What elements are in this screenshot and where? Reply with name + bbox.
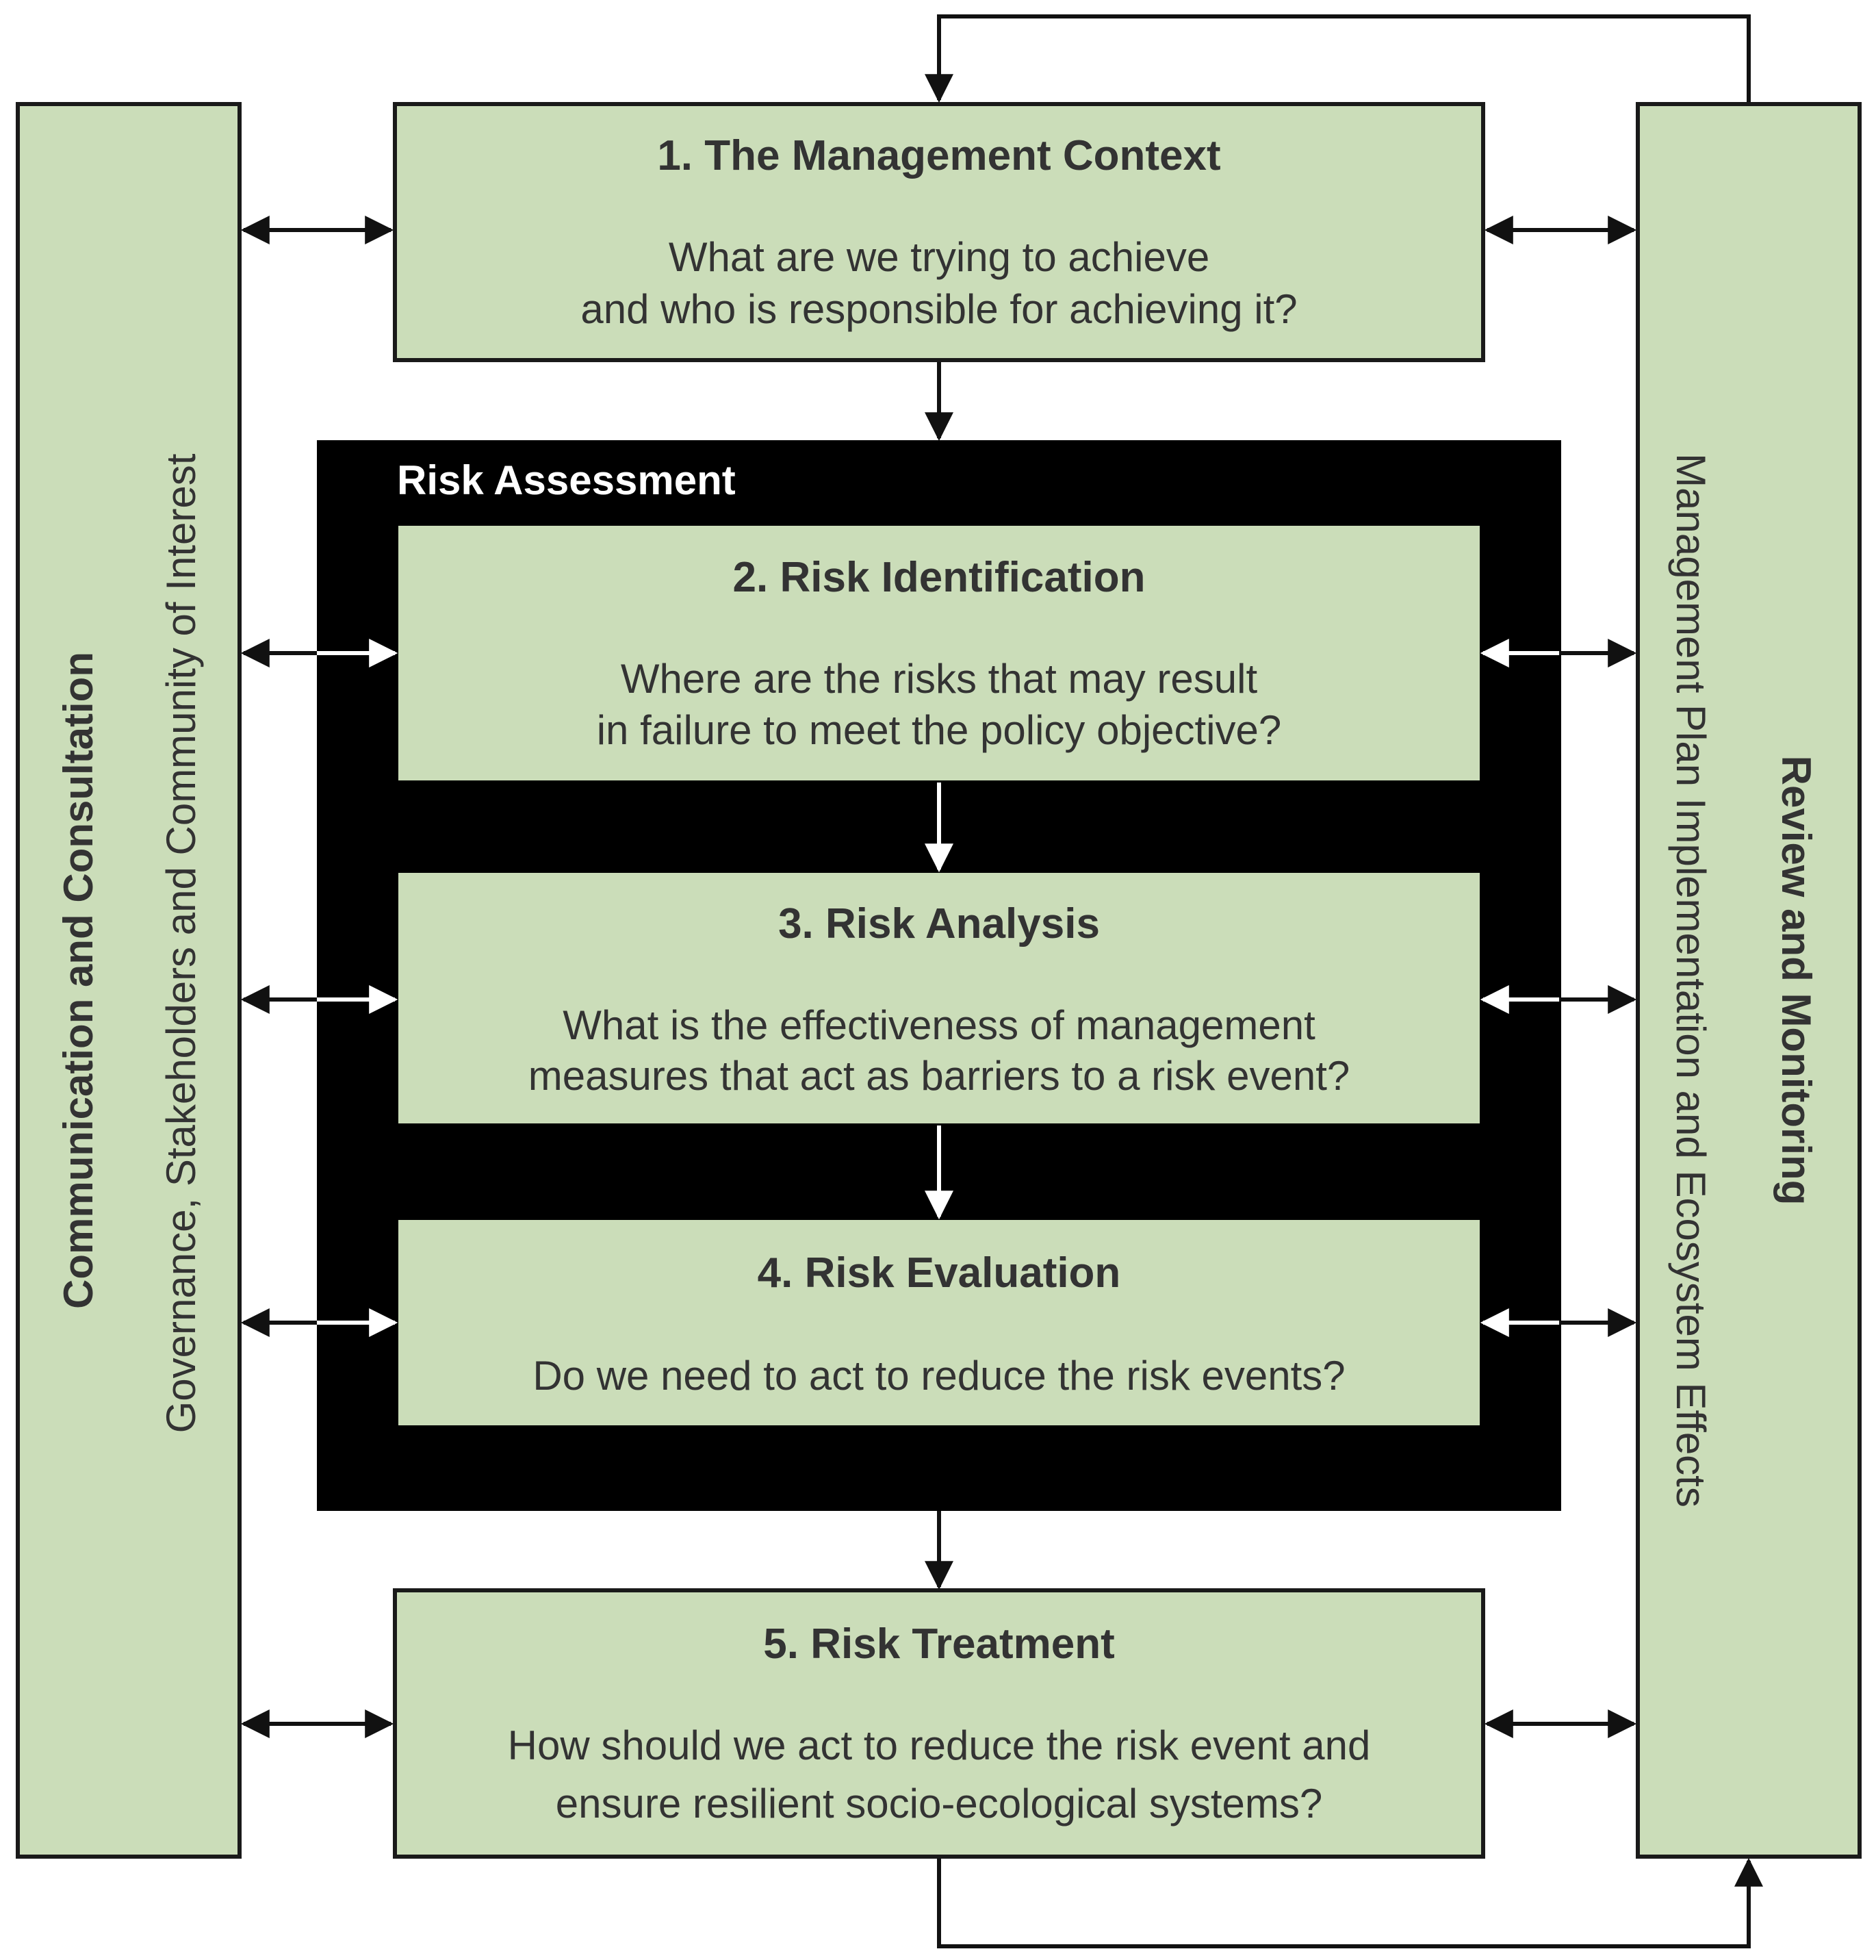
- step-4-title: 4. Risk Evaluation: [758, 1249, 1121, 1297]
- step-5-line-1: How should we act to reduce the risk eve…: [508, 1722, 1371, 1768]
- step-1-line-2: and who is responsible for achieving it?: [580, 286, 1297, 332]
- review-monitoring-panel: Review and Monitoring Management Plan Im…: [1636, 102, 1862, 1859]
- step-3-line-2: measures that act as barriers to a risk …: [528, 1053, 1350, 1099]
- step-1-title: 1. The Management Context: [657, 132, 1220, 179]
- step-risk-identification: 2. Risk Identification Where are the ris…: [398, 526, 1480, 780]
- review-monitoring-title: Review and Monitoring: [1773, 756, 1819, 1206]
- step-management-context: 1. The Management Context What are we tr…: [393, 102, 1485, 362]
- risk-assessment-label: Risk Assessment: [397, 457, 736, 503]
- step-2-line-1: Where are the risks that may result: [621, 656, 1258, 702]
- step-2-line-2: in failure to meet the policy objective?: [597, 707, 1282, 753]
- step-4-line-1: Do we need to act to reduce the risk eve…: [532, 1353, 1345, 1399]
- review-monitoring-subtitle: Management Plan Implementation and Ecosy…: [1668, 453, 1714, 1507]
- step-3-line-1: What is the effectiveness of management: [563, 1002, 1315, 1048]
- step-5-title: 5. Risk Treatment: [763, 1620, 1114, 1668]
- communication-consultation-panel: Communication and Consultation Governanc…: [16, 102, 242, 1859]
- arrow-treatment-to-review-loop: [937, 1857, 1763, 1948]
- communication-consultation-subtitle: Governance, Stakeholders and Community o…: [158, 453, 204, 1433]
- step-risk-analysis: 3. Risk Analysis What is the effectivene…: [398, 873, 1480, 1123]
- communication-consultation-title: Communication and Consultation: [55, 652, 101, 1309]
- step-1-line-1: What are we trying to achieve: [669, 234, 1209, 280]
- step-5-line-2: ensure resilient socio-ecological system…: [556, 1781, 1323, 1827]
- step-3-title: 3. Risk Analysis: [778, 900, 1100, 947]
- step-2-title: 2. Risk Identification: [733, 554, 1146, 601]
- step-risk-treatment: 5. Risk Treatment How should we act to r…: [393, 1588, 1485, 1859]
- arrow-review-to-context-loop: [925, 14, 1751, 103]
- step-risk-evaluation: 4. Risk Evaluation Do we need to act to …: [398, 1220, 1480, 1425]
